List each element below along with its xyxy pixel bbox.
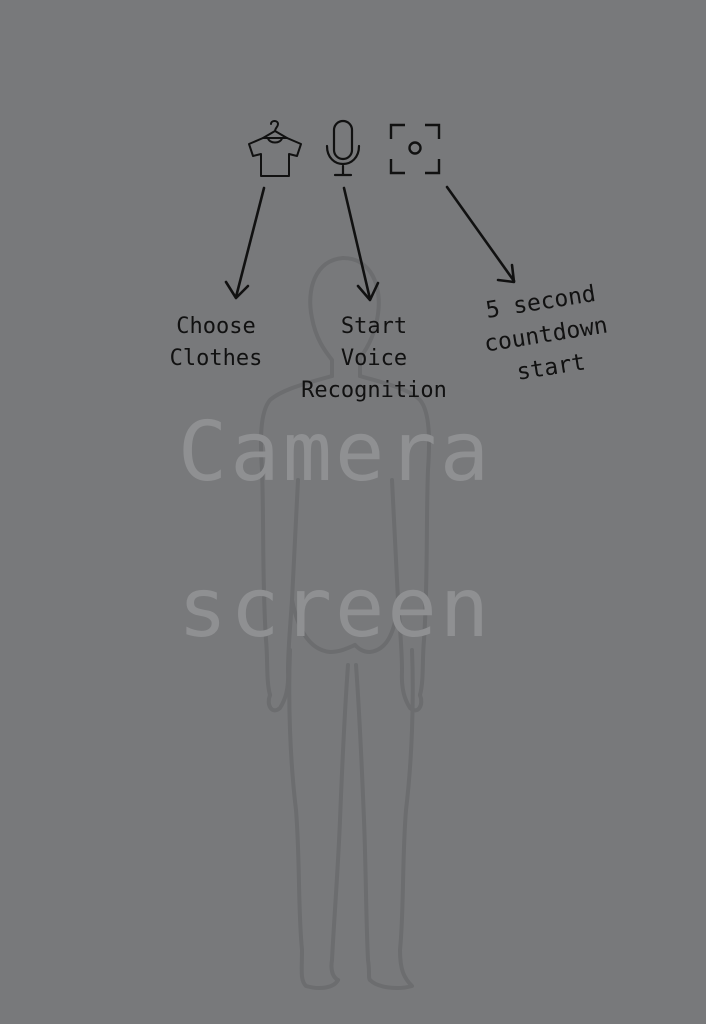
choose-clothes-annotation: Choose Clothes (169, 314, 263, 371)
hanger-shirt-icon (248, 120, 302, 177)
voice-recognition-annotation: Start Voice Recognition (301, 314, 447, 403)
camera-focus-icon (389, 123, 441, 175)
voice-recognition-button[interactable] (320, 118, 366, 180)
camera-screen-label-line2: screen (177, 561, 493, 656)
microphone-icon (325, 119, 361, 177)
choose-clothes-button[interactable] (244, 116, 306, 180)
countdown-capture-button[interactable] (386, 120, 444, 178)
camera-screen-label-line1: Camera (177, 405, 493, 500)
